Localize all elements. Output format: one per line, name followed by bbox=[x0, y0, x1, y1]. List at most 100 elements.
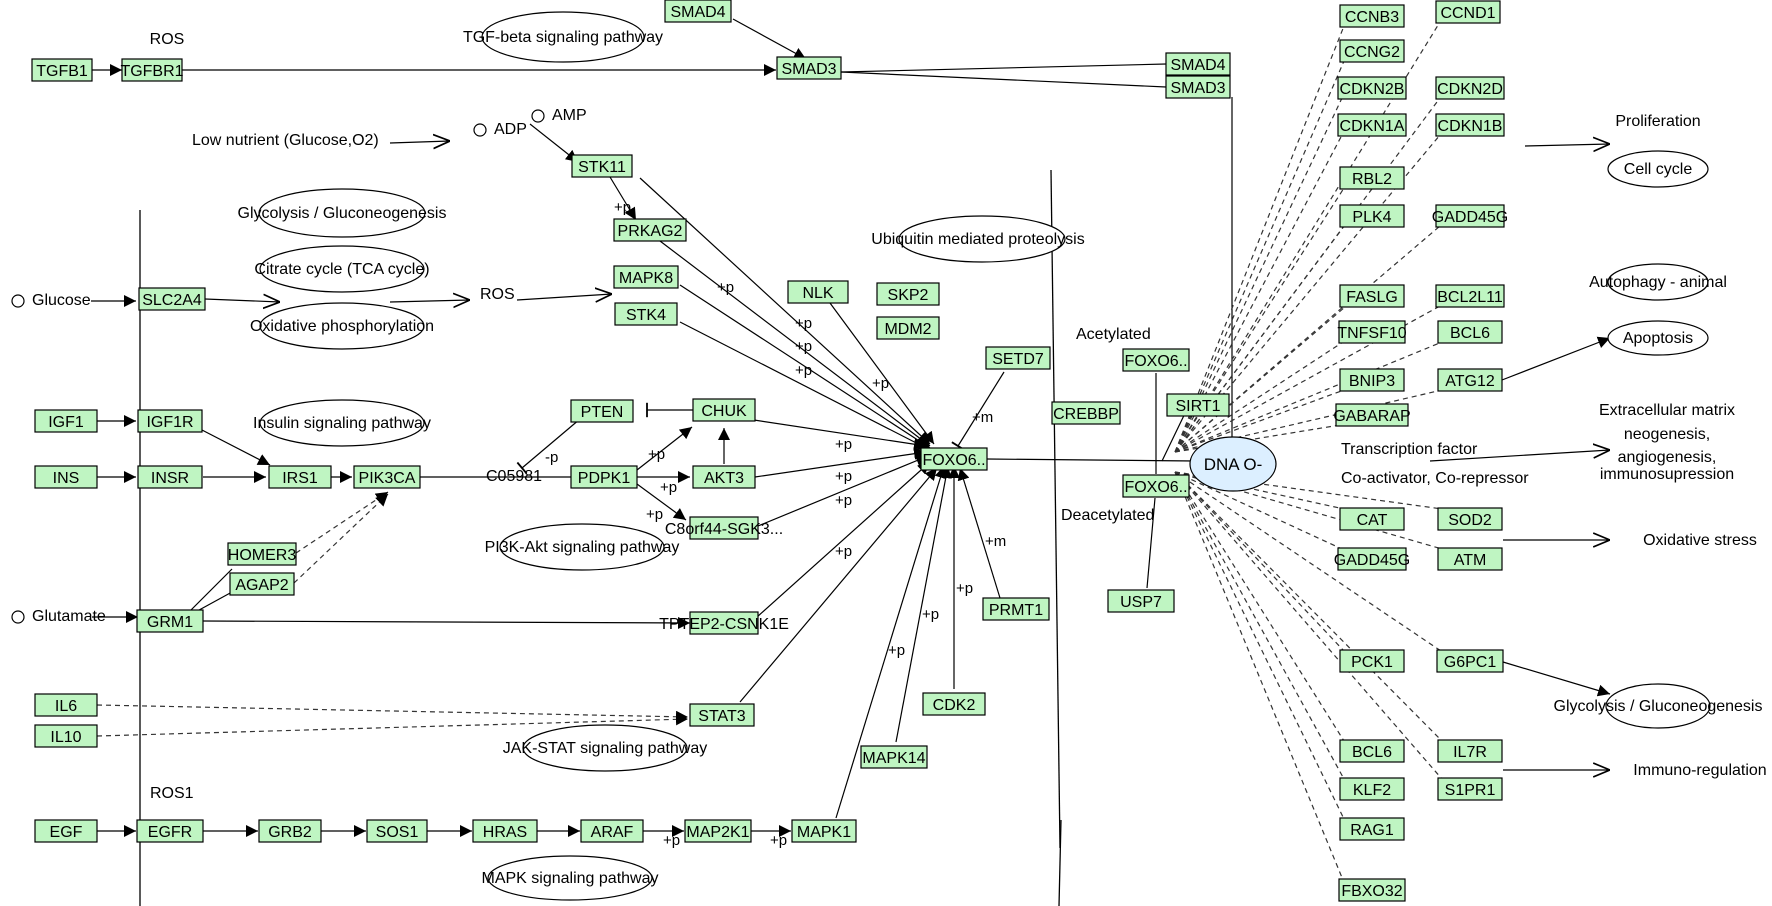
gene-rag1[interactable]: RAG1 bbox=[1339, 817, 1405, 841]
gene-insr[interactable]: INSR bbox=[137, 465, 203, 489]
gene-map2k1[interactable]: MAP2K1 bbox=[684, 819, 752, 843]
gene-cat[interactable]: CAT bbox=[1339, 507, 1405, 531]
gene-il6[interactable]: IL6 bbox=[34, 693, 98, 717]
gene-cdkn2d[interactable]: CDKN2D bbox=[1435, 76, 1505, 100]
gene-bcl6a[interactable]: BCL6 bbox=[1437, 320, 1503, 344]
svg-text:TPTEP2-CSNK1E: TPTEP2-CSNK1E bbox=[659, 616, 789, 633]
gene-mapk14[interactable]: MAPK14 bbox=[860, 745, 928, 769]
gene-il7r[interactable]: IL7R bbox=[1437, 739, 1503, 763]
gene-prkag2[interactable]: PRKAG2 bbox=[613, 218, 687, 242]
gene-il10[interactable]: IL10 bbox=[34, 724, 98, 748]
gene-pck1[interactable]: PCK1 bbox=[1339, 649, 1405, 673]
gene-tgfb1[interactable]: TGFB1 bbox=[31, 58, 93, 82]
gene-smad3b[interactable]: SMAD3 bbox=[1165, 75, 1231, 99]
gene-homer3[interactable]: HOMER3 bbox=[227, 542, 297, 566]
gene-hras[interactable]: HRAS bbox=[472, 819, 538, 843]
svg-text:AKT3: AKT3 bbox=[704, 470, 744, 487]
gene-gabarap[interactable]: GABARAP bbox=[1333, 403, 1411, 427]
dna-node[interactable]: DNA O- bbox=[1189, 436, 1277, 492]
gene-bcl6b[interactable]: BCL6 bbox=[1339, 739, 1405, 763]
gene-stk4[interactable]: STK4 bbox=[614, 302, 678, 326]
gene-egf[interactable]: EGF bbox=[34, 819, 98, 843]
edge bbox=[389, 141, 450, 143]
pathway-jak[interactable]: JAK-STAT signaling pathway bbox=[503, 724, 708, 772]
gene-stat3[interactable]: STAT3 bbox=[689, 703, 755, 727]
pathway-cellcycle[interactable]: Cell cycle bbox=[1607, 150, 1709, 188]
gene-atm[interactable]: ATM bbox=[1437, 547, 1503, 571]
pathway-apoptosis[interactable]: Apoptosis bbox=[1607, 320, 1709, 356]
gene-setd7[interactable]: SETD7 bbox=[985, 346, 1051, 370]
svg-text:Insulin signaling pathway: Insulin signaling pathway bbox=[253, 415, 431, 432]
pathway-pi3k[interactable]: PI3K-Akt signaling pathway bbox=[485, 523, 680, 571]
compound-glucose-circle bbox=[11, 294, 25, 308]
pathway-glyco2[interactable]: Glycolysis / Gluconeogenesis bbox=[1554, 683, 1763, 729]
gene-stk11[interactable]: STK11 bbox=[571, 154, 633, 178]
gene-cdkn1b[interactable]: CDKN1B bbox=[1435, 113, 1505, 137]
gene-irs1[interactable]: IRS1 bbox=[268, 465, 332, 489]
gene-araf[interactable]: ARAF bbox=[580, 819, 644, 843]
gene-ccng2[interactable]: CCNG2 bbox=[1339, 39, 1405, 63]
gene-chuk[interactable]: CHUK bbox=[692, 398, 756, 422]
gene-crebbp[interactable]: CREBBP bbox=[1051, 401, 1121, 425]
gene-rbl2[interactable]: RBL2 bbox=[1339, 166, 1405, 190]
gene-plk4[interactable]: PLK4 bbox=[1339, 204, 1405, 228]
gene-bnip3[interactable]: BNIP3 bbox=[1339, 368, 1405, 392]
gene-foxoc[interactable]: FOXO6.. bbox=[1122, 348, 1190, 372]
pathway-ubiq[interactable]: Ubiquitin mediated proteolysis bbox=[871, 215, 1085, 263]
gene-usp7[interactable]: USP7 bbox=[1107, 589, 1175, 613]
gene-egfr[interactable]: EGFR bbox=[136, 819, 204, 843]
gene-igf1r[interactable]: IGF1R bbox=[137, 409, 203, 433]
gene-prmt1[interactable]: PRMT1 bbox=[982, 597, 1050, 621]
gene-gadd45ga[interactable]: GADD45G bbox=[1432, 204, 1508, 228]
gene-slc2a4[interactable]: SLC2A4 bbox=[138, 287, 206, 311]
gene-atg12[interactable]: ATG12 bbox=[1437, 368, 1503, 392]
pathway-tca[interactable]: Citrate cycle (TCA cycle) bbox=[254, 245, 430, 293]
gene-mapk8[interactable]: MAPK8 bbox=[613, 265, 679, 289]
gene-grb2[interactable]: GRB2 bbox=[258, 819, 322, 843]
gene-tgfbr1[interactable]: TGFBR1 bbox=[120, 58, 184, 82]
pathway-glyco1[interactable]: Glycolysis / Gluconeogenesis bbox=[238, 188, 447, 238]
gene-foxoa[interactable]: FOXO6.. bbox=[920, 447, 988, 471]
gene-s1pr1[interactable]: S1PR1 bbox=[1437, 777, 1503, 801]
gene-igf1[interactable]: IGF1 bbox=[34, 409, 98, 433]
pathway-insulin[interactable]: Insulin signaling pathway bbox=[253, 399, 431, 447]
gene-foxod[interactable]: FOXO6.. bbox=[1122, 474, 1190, 498]
pathway-oxphos[interactable]: Oxidative phosphorylation bbox=[250, 302, 434, 350]
gene-pten[interactable]: PTEN bbox=[570, 399, 634, 423]
gene-sos1[interactable]: SOS1 bbox=[366, 819, 428, 843]
gene-gadd45gb[interactable]: GADD45G bbox=[1334, 547, 1410, 571]
gene-cdk2[interactable]: CDK2 bbox=[922, 692, 986, 716]
gene-bcl2l11[interactable]: BCL2L11 bbox=[1435, 284, 1505, 308]
pathway-tgfb[interactable]: TGF-beta signaling pathway bbox=[463, 11, 663, 63]
gene-g6pc1[interactable]: G6PC1 bbox=[1436, 649, 1504, 673]
svg-text:HOMER3: HOMER3 bbox=[228, 547, 297, 564]
gene-pik3ca[interactable]: PIK3CA bbox=[353, 465, 421, 489]
gene-smad4b[interactable]: SMAD4 bbox=[1165, 52, 1231, 76]
gene-smad4a[interactable]: SMAD4 bbox=[664, 0, 732, 23]
gene-pdpk1[interactable]: PDPK1 bbox=[570, 465, 638, 489]
gene-fbxo32[interactable]: FBXO32 bbox=[1338, 878, 1406, 902]
gene-tnfsf10[interactable]: TNFSF10 bbox=[1337, 320, 1407, 344]
gene-akt3[interactable]: AKT3 bbox=[692, 465, 756, 489]
gene-klf2[interactable]: KLF2 bbox=[1339, 777, 1405, 801]
gene-mdm2[interactable]: MDM2 bbox=[876, 316, 940, 340]
gene-csnk1e[interactable]: TPTEP2-CSNK1E bbox=[659, 611, 789, 635]
gene-cdkn2b[interactable]: CDKN2B bbox=[1337, 76, 1407, 100]
gene-ccnd1[interactable]: CCND1 bbox=[1435, 0, 1501, 24]
gene-ins[interactable]: INS bbox=[34, 465, 98, 489]
gene-ccnb3[interactable]: CCNB3 bbox=[1339, 4, 1405, 28]
gene-skp2[interactable]: SKP2 bbox=[876, 282, 940, 306]
svg-text:MAPK1: MAPK1 bbox=[797, 824, 851, 841]
gene-mapk1[interactable]: MAPK1 bbox=[791, 819, 857, 843]
pathway-mapk[interactable]: MAPK signaling pathway bbox=[482, 855, 659, 901]
gene-sgk3[interactable]: C8orf44-SGK3... bbox=[665, 516, 783, 540]
pathway-autophagy[interactable]: Autophagy - animal bbox=[1589, 263, 1727, 301]
gene-nlk[interactable]: NLK bbox=[787, 280, 849, 304]
gene-agap2[interactable]: AGAP2 bbox=[229, 572, 295, 596]
gene-grm1[interactable]: GRM1 bbox=[136, 609, 204, 633]
gene-sod2[interactable]: SOD2 bbox=[1437, 507, 1503, 531]
gene-smad3a[interactable]: SMAD3 bbox=[776, 56, 842, 80]
gene-faslg[interactable]: FASLG bbox=[1339, 284, 1405, 308]
gene-cdkn1a[interactable]: CDKN1A bbox=[1337, 113, 1407, 137]
gene-sirt1[interactable]: SIRT1 bbox=[1166, 393, 1230, 417]
